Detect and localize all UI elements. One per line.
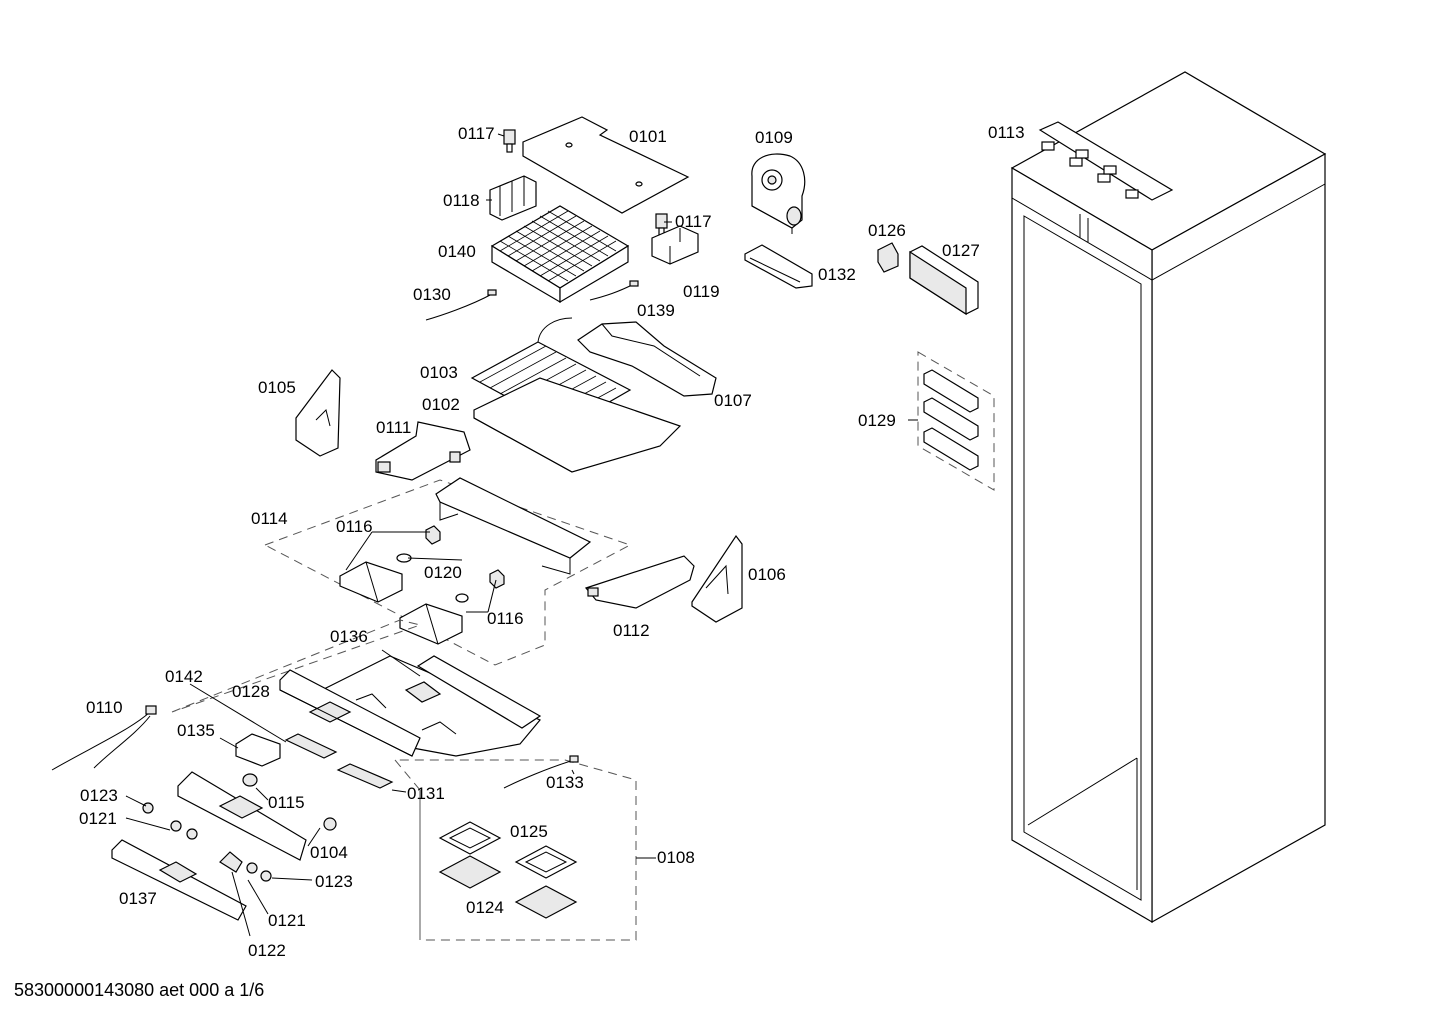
label-0110: 0110 [86,698,123,717]
part-0131-strip [336,763,394,789]
label-0104: 0104 [310,843,348,862]
part-0106-side-bracket [691,534,743,623]
part-0121-screws-b [246,862,258,874]
part-0102-tray [473,377,682,473]
part-0125-gasket-a [438,821,502,855]
label-0125: 0125 [510,822,548,841]
cabinet-housing [1010,71,1327,924]
label-0114: 0114 [251,509,288,528]
label-0116-b: 0116 [487,609,524,628]
part-0121-screws-a [170,820,198,840]
label-0127: 0127 [942,241,980,260]
label-0137: 0137 [119,889,157,908]
part-0119-block [651,225,699,265]
part-0111-bracket [375,421,471,481]
part-0116-cap-a [425,525,441,545]
part-0127-plate [909,245,979,316]
part-0109-fan [751,153,806,234]
part-0114-channel [263,477,632,666]
label-0129: 0129 [858,411,896,430]
part-0115-knob [242,773,258,787]
part-0128-panel [279,669,421,757]
label-0112: 0112 [613,621,650,640]
label-0128: 0128 [232,682,270,701]
label-0140: 0140 [438,242,476,261]
label-0121-b: 0121 [268,911,306,930]
part-0110-wiring [51,705,157,771]
part-0125-gasket-b [438,855,502,889]
part-0124-gasket [514,885,578,919]
part-0105-side-bracket [295,369,341,457]
part-0107-duct [577,321,717,397]
part-0104-knob [323,817,337,831]
part-0130-sensor-cable [425,289,497,321]
label-0106: 0106 [748,565,786,584]
part-0101-cover-plate [522,116,690,214]
label-0135: 0135 [177,721,215,740]
label-0109: 0109 [755,128,793,147]
label-0108: 0108 [657,848,695,867]
label-0130: 0130 [413,285,451,304]
part-0117-clip-mid [655,213,668,237]
label-0105: 0105 [258,378,296,397]
part-0132-strip [744,244,813,289]
part-0118-bracket [489,175,537,221]
label-0122: 0122 [248,941,286,960]
part-display-board [177,771,307,861]
label-0118: 0118 [443,191,480,210]
label-0123-a: 0123 [80,786,118,805]
label-0101: 0101 [629,127,667,146]
label-0119: 0119 [683,282,720,301]
part-0123-screw-a [142,802,154,814]
label-0117-top: 0117 [458,124,495,143]
label-0124: 0124 [466,898,504,917]
part-0112-bracket [584,555,695,609]
part-0133-cable [503,755,579,789]
document-id: 58300000143080 aet 000 a 1/6 [14,980,265,1000]
part-0135-bracket [235,733,281,767]
label-0103: 0103 [420,363,458,382]
label-0116-a: 0116 [336,517,373,536]
part-0116-cap-b [489,569,505,589]
label-0107: 0107 [714,391,752,410]
part-0140-evaporator [490,205,630,304]
part-labels: 0101 0117 0109 0113 0118 0117 0140 0126 … [79,123,1025,960]
label-0142: 0142 [165,667,203,686]
label-0121-a: 0121 [79,809,117,828]
part-0117-clip-top [503,129,516,153]
label-0123-b: 0123 [315,872,353,891]
part-0125-gasket-c [514,845,578,879]
part-0113-bracket [1038,121,1174,201]
label-0133: 0133 [546,773,584,792]
leader-lines [125,133,672,937]
part-0136-housing [320,655,542,757]
part-0122-button [219,851,243,873]
label-0117-mid: 0117 [675,212,712,231]
label-0120: 0120 [424,563,462,582]
label-0136: 0136 [330,627,368,646]
label-0115: 0115 [268,793,305,812]
label-0102: 0102 [422,395,460,414]
label-0132: 0132 [818,265,856,284]
label-0126: 0126 [868,221,906,240]
part-0129-supports [908,351,995,491]
part-0123-screw-b [260,870,272,882]
part-0139-sensor-cable [589,280,639,301]
label-0111: 0111 [376,418,411,437]
label-0139: 0139 [637,301,675,320]
part-0137-fascia [111,839,247,921]
part-lamp-housing-a [339,561,403,603]
label-0131: 0131 [407,784,445,803]
part-0142-strip [284,733,338,759]
part-0126-switch [877,242,899,273]
label-0113: 0113 [988,123,1025,142]
part-lamp-housing-b [399,593,469,645]
